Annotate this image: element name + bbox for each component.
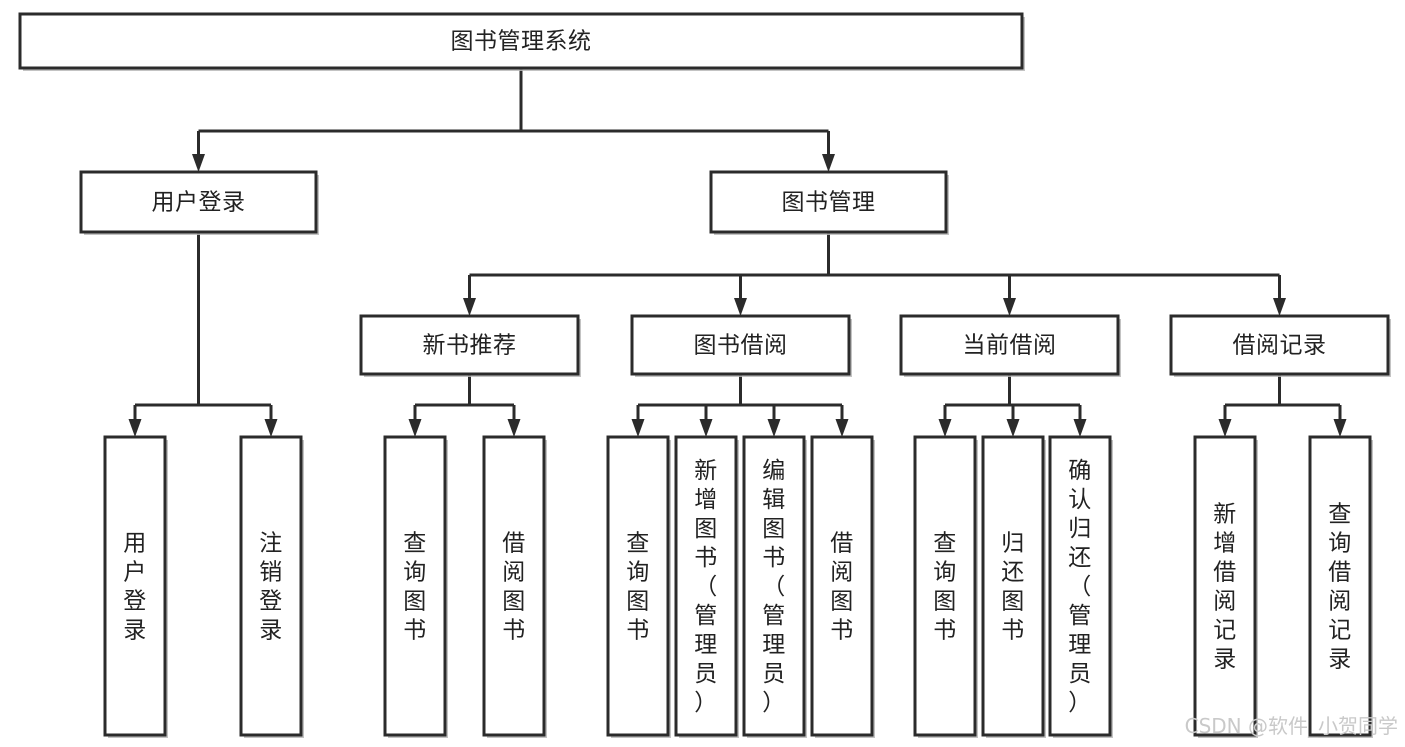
node-leaf-confirm-return-admin[interactable]: 确认归还（管理员） (1048, 435, 1113, 738)
arrow-head-leaf-user-login-1 (264, 419, 278, 437)
node-label-root: 图书管理系统 (451, 29, 592, 55)
node-box-leaf-return-book[interactable] (981, 435, 1045, 737)
node-label-book-borrow: 图书借阅 (694, 333, 788, 359)
node-label-leaf-query-book-borrow: 查询图书 (626, 531, 650, 644)
node-box-book-management[interactable] (709, 170, 948, 234)
node-leaf-logout[interactable]: 注销登录 (239, 435, 304, 738)
node-box-borrow-record[interactable] (1169, 314, 1390, 376)
node-book-borrow[interactable]: 图书借阅 (630, 314, 852, 377)
arrow-head-leaf-book-borrow-0 (631, 419, 645, 437)
arrow-head-book-management-2 (1003, 298, 1016, 316)
node-leaf-borrow-book[interactable]: 借阅图书 (810, 435, 875, 738)
node-leaf-add-book-admin[interactable]: 新增图书（管理员） (674, 435, 739, 738)
arrow-head-book-management-1 (734, 298, 747, 316)
node-leaf-return-book[interactable]: 归还图书 (981, 435, 1046, 738)
node-layer: 图书管理系统用户登录图书管理新书推荐图书借阅当前借阅借阅记录用户登录注销登录查询… (18, 12, 1391, 738)
arrow-head-root-1 (822, 154, 835, 172)
node-label-user-login: 用户登录 (152, 190, 246, 216)
node-box-leaf-confirm-return-admin[interactable] (1048, 435, 1112, 737)
node-label-leaf-borrow-book: 借阅图书 (830, 531, 854, 644)
node-label-leaf-query-book-current: 查询图书 (933, 531, 957, 644)
node-box-current-borrow[interactable] (899, 314, 1120, 376)
arrow-head-book-management-0 (463, 298, 476, 316)
arrow-head-leaf-user-login-0 (128, 419, 142, 437)
arrow-head-leaf-book-borrow-1 (699, 419, 713, 437)
node-label-new-book-recommend: 新书推荐 (423, 333, 517, 359)
node-leaf-borrow-book-recommend[interactable]: 借阅图书 (482, 435, 547, 738)
node-label-leaf-query-borrow-record: 查询借阅记录 (1328, 502, 1352, 673)
arrow-head-leaf-current-borrow-1 (1006, 419, 1020, 437)
arrow-head-leaf-current-borrow-2 (1073, 419, 1087, 437)
node-label-leaf-add-book-admin: 新增图书（管理员） (694, 458, 718, 716)
node-leaf-query-borrow-record[interactable]: 查询借阅记录 (1308, 435, 1373, 738)
node-box-leaf-query-borrow-record[interactable] (1308, 435, 1372, 737)
node-leaf-add-borrow-record[interactable]: 新增借阅记录 (1193, 435, 1258, 738)
arrow-head-leaf-borrow-record-0 (1218, 419, 1232, 437)
node-user-login[interactable]: 用户登录 (79, 170, 319, 235)
node-label-leaf-confirm-return-admin: 确认归还（管理员） (1068, 458, 1092, 716)
node-box-leaf-borrow-book[interactable] (810, 435, 874, 737)
node-box-new-book-recommend[interactable] (359, 314, 580, 376)
node-box-leaf-query-book-current[interactable] (913, 435, 977, 737)
node-label-leaf-user-login: 用户登录 (123, 531, 147, 644)
node-box-leaf-logout[interactable] (239, 435, 303, 737)
node-label-leaf-logout: 注销登录 (259, 531, 283, 644)
node-leaf-user-login[interactable]: 用户登录 (103, 435, 168, 738)
node-current-borrow[interactable]: 当前借阅 (899, 314, 1121, 377)
node-box-root[interactable] (18, 12, 1024, 70)
node-box-leaf-query-book-borrow[interactable] (606, 435, 670, 737)
node-label-borrow-record: 借阅记录 (1233, 333, 1327, 359)
node-box-leaf-edit-book-admin[interactable] (742, 435, 806, 737)
node-label-leaf-query-book-recommend: 查询图书 (403, 531, 427, 644)
arrow-head-leaf-book-borrow-2 (767, 419, 781, 437)
arrow-head-leaf-borrow-record-1 (1333, 419, 1347, 437)
node-label-book-management: 图书管理 (782, 190, 876, 216)
arrow-head-leaf-new-book-recommend-0 (408, 419, 422, 437)
node-new-book-recommend[interactable]: 新书推荐 (359, 314, 581, 377)
node-leaf-edit-book-admin[interactable]: 编辑图书（管理员） (742, 435, 807, 738)
node-label-leaf-borrow-book-recommend: 借阅图书 (502, 531, 526, 644)
node-box-leaf-borrow-book-recommend[interactable] (482, 435, 546, 737)
node-label-leaf-return-book: 归还图书 (1001, 531, 1025, 644)
node-root[interactable]: 图书管理系统 (18, 12, 1025, 71)
node-leaf-query-book-borrow[interactable]: 查询图书 (606, 435, 671, 738)
node-box-leaf-add-borrow-record[interactable] (1193, 435, 1257, 737)
node-box-user-login[interactable] (79, 170, 318, 234)
node-label-leaf-edit-book-admin: 编辑图书（管理员） (762, 458, 786, 716)
csdn-watermark: CSDN @软件_小贺同学 (1185, 714, 1398, 738)
arrow-head-leaf-book-borrow-3 (835, 419, 849, 437)
node-box-leaf-user-login[interactable] (103, 435, 167, 737)
arrow-head-leaf-new-book-recommend-1 (507, 419, 521, 437)
node-label-leaf-add-borrow-record: 新增借阅记录 (1213, 502, 1237, 673)
arrow-head-root-0 (192, 154, 205, 172)
node-leaf-query-book-current[interactable]: 查询图书 (913, 435, 978, 738)
node-label-current-borrow: 当前借阅 (963, 333, 1057, 359)
arrow-head-book-management-3 (1273, 298, 1286, 316)
node-box-leaf-query-book-recommend[interactable] (383, 435, 447, 737)
arrow-head-leaf-current-borrow-0 (938, 419, 952, 437)
node-box-book-borrow[interactable] (630, 314, 851, 376)
node-leaf-query-book-recommend[interactable]: 查询图书 (383, 435, 448, 738)
node-borrow-record[interactable]: 借阅记录 (1169, 314, 1391, 377)
node-book-management[interactable]: 图书管理 (709, 170, 949, 235)
connector-layer (128, 68, 1347, 437)
node-box-leaf-add-book-admin[interactable] (674, 435, 738, 737)
